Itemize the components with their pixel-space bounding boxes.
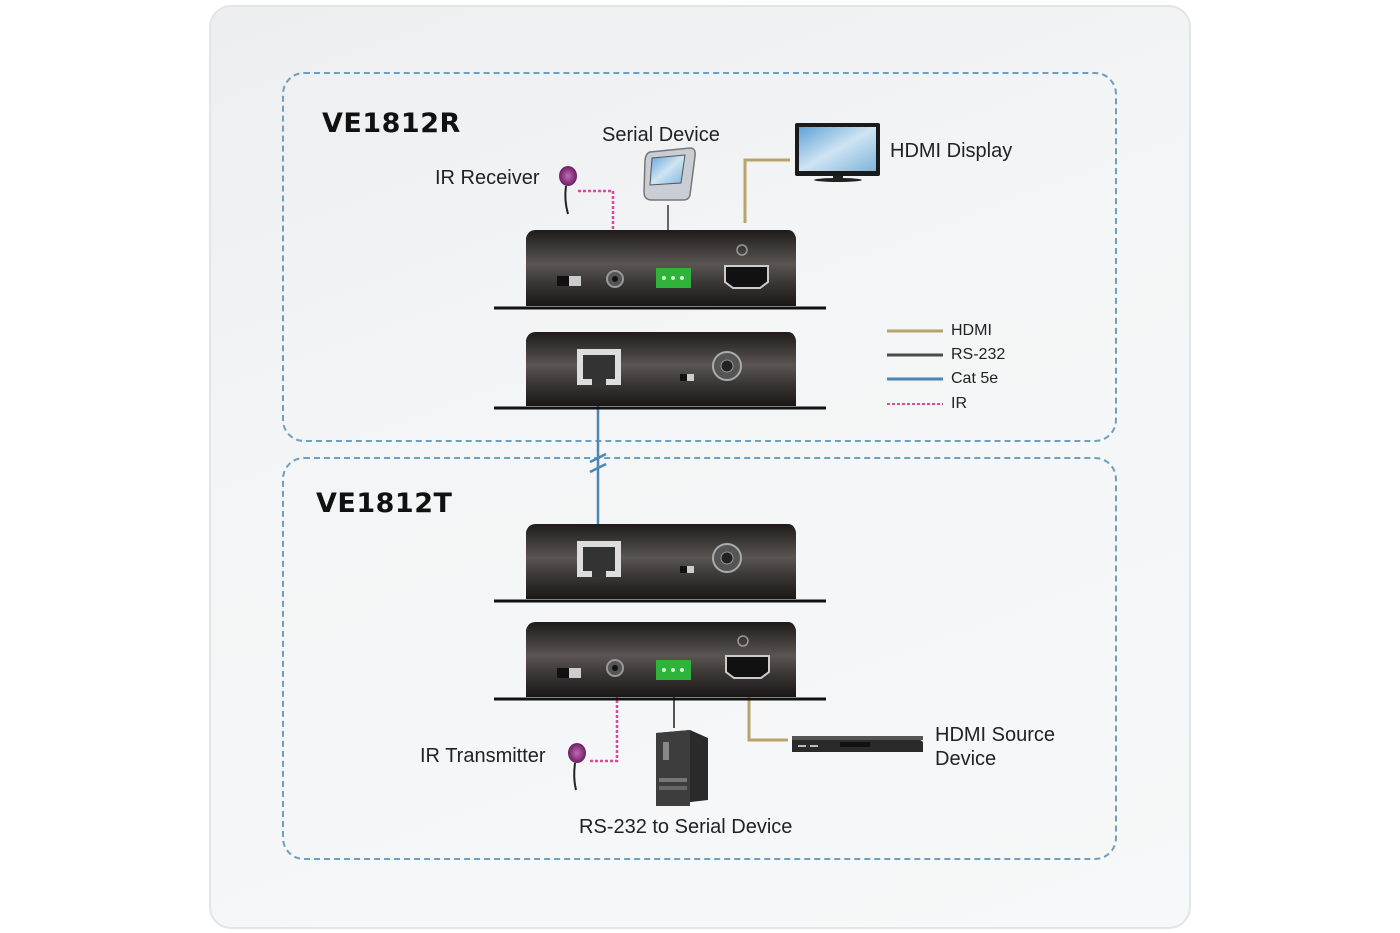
switch-icon: [680, 566, 694, 573]
rj45-port-icon: [577, 541, 621, 577]
transmitter-model-title: VE1812T: [316, 488, 453, 519]
hdmi-display-label: HDMI Display: [890, 140, 1013, 162]
terminal-block-icon: [656, 268, 691, 288]
terminal-block-icon: [656, 660, 691, 680]
legend-label-ir: IR: [951, 395, 967, 412]
cable-ir-transmitter: [588, 690, 619, 763]
ir-jack-icon: [606, 659, 624, 677]
legend-swatches: [887, 329, 943, 405]
ir-receiver-icon: [559, 166, 577, 215]
cable-ir-receiver: [578, 189, 615, 258]
receiver-front-panel: [494, 230, 826, 310]
pc-tower-icon: [656, 730, 708, 806]
ir-transmitter-icon: [568, 743, 586, 791]
switch-icon: [557, 276, 581, 286]
cable-hdmi-display: [743, 158, 790, 223]
rs232-device-label: RS-232 to Serial Device: [579, 816, 793, 838]
rj45-port-icon: [577, 349, 621, 385]
hdmi-port-icon: [724, 244, 769, 289]
switch-icon: [557, 668, 581, 678]
receiver-back-panel: [494, 332, 826, 410]
transmitter-front-panel: [494, 622, 826, 701]
cable-hdmi-source: [747, 690, 788, 742]
hdmi-source-label-line2: Device: [935, 748, 997, 770]
serial-device-label: Serial Device: [602, 124, 720, 146]
hdmi-source-device-icon: [792, 736, 923, 752]
ir-jack-icon: [606, 270, 624, 288]
dc-power-jack-icon: [712, 351, 742, 381]
serial-device-icon: [643, 147, 696, 201]
ir-transmitter-label: IR Transmitter: [420, 745, 546, 767]
receiver-model-title: VE1812R: [322, 108, 461, 139]
switch-icon: [680, 374, 694, 381]
receiver-zone: [282, 72, 1117, 442]
hdmi-port-icon: [725, 635, 770, 679]
legend-label-rs232: RS-232: [951, 346, 1006, 363]
cable-cat5e: [589, 385, 607, 540]
legend-label-hdmi: HDMI: [951, 322, 992, 339]
transmitter-back-panel: [494, 524, 826, 603]
hdmi-source-label-line1: HDMI Source: [935, 724, 1056, 746]
dc-power-jack-icon: [712, 543, 742, 573]
legend-label-cat5e: Cat 5e: [951, 370, 999, 387]
hdmi-display-icon: [795, 123, 880, 182]
transmitter-zone: [282, 457, 1117, 860]
ir-receiver-label: IR Receiver: [435, 167, 540, 189]
